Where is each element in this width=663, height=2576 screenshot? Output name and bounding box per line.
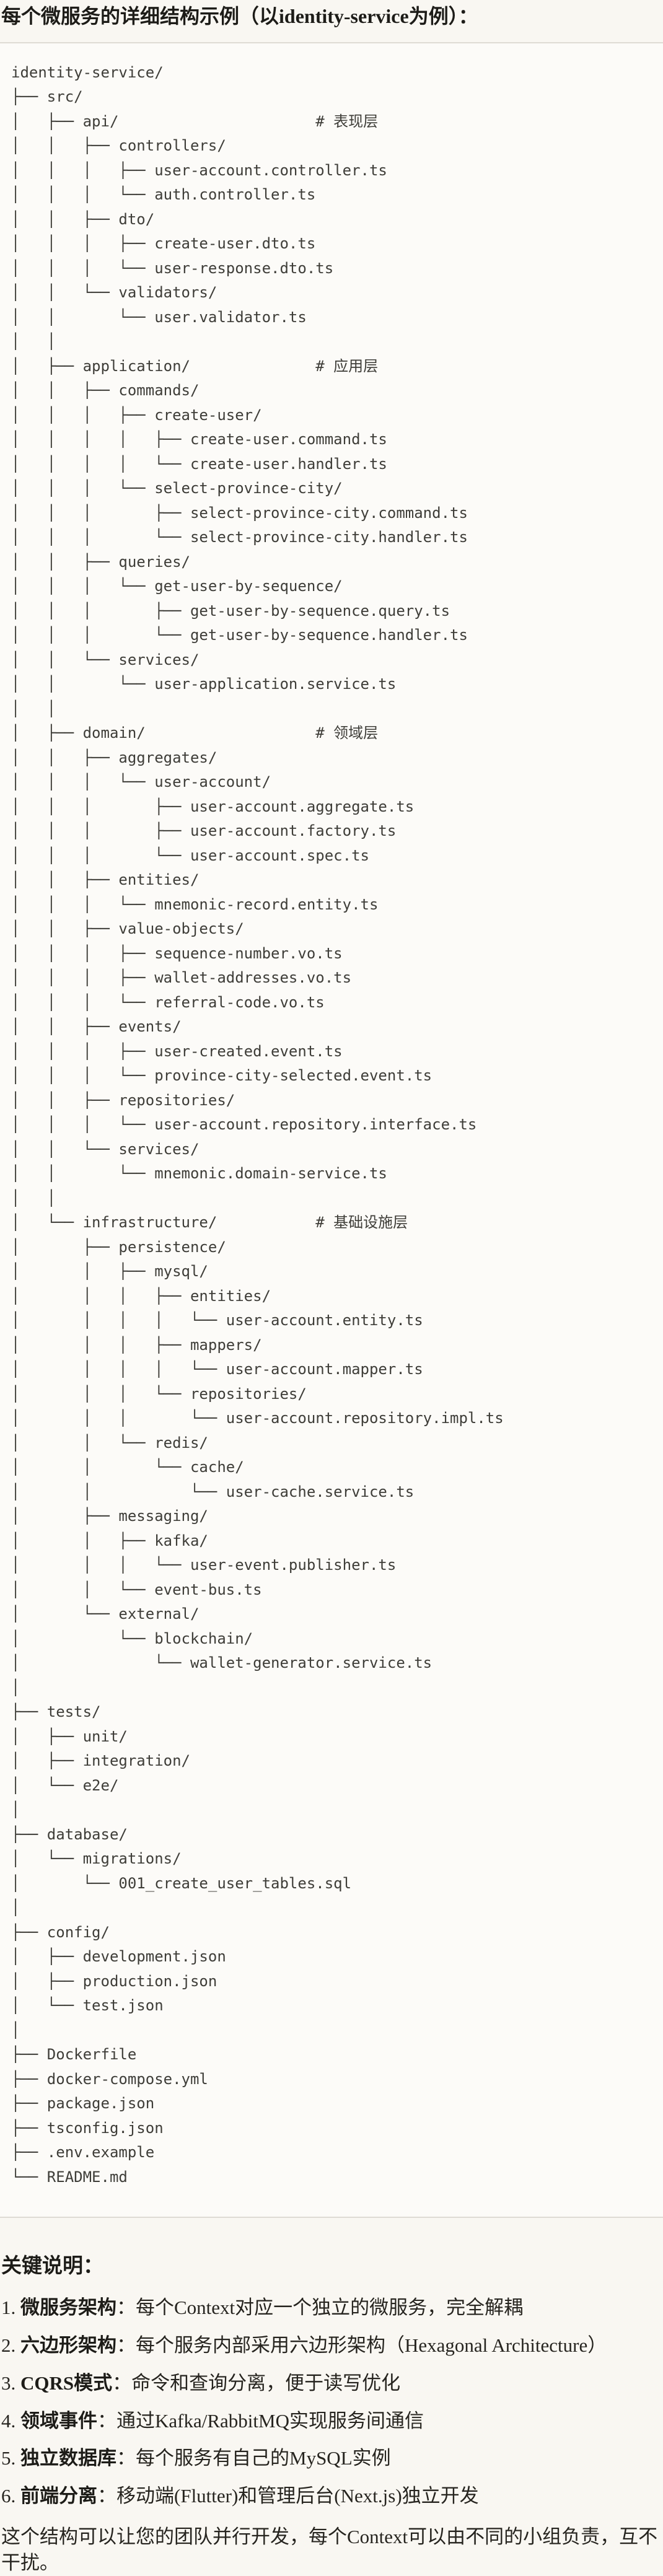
list-item-term: 微服务架构: [20, 2297, 116, 2319]
list-item: 4. 领域事件：通过Kafka/RabbitMQ实现服务间通信: [1, 2408, 663, 2434]
list-item-text: ：每个服务有自己的MySQL实例: [116, 2447, 391, 2469]
list-item-number: 5.: [1, 2447, 20, 2469]
list-item-term: 独立数据库: [20, 2447, 116, 2469]
list-item-text: ：移动端(Flutter)和管理后台(Next.js)独立开发: [97, 2485, 479, 2507]
key-notes-section: 关键说明： 1. 微服务架构：每个Context对应一个独立的微服务，完全解耦 …: [1, 2249, 663, 2576]
list-item-number: 6.: [1, 2485, 20, 2507]
list-item-term: 六边形架构: [20, 2334, 116, 2356]
list-item-text: ：通过Kafka/RabbitMQ实现服务间通信: [97, 2409, 424, 2432]
list-item: 1. 微服务架构：每个Context对应一个独立的微服务，完全解耦: [1, 2295, 663, 2321]
key-notes-list: 1. 微服务架构：每个Context对应一个独立的微服务，完全解耦 2. 六边形…: [1, 2295, 663, 2509]
list-item: 3. CQRS模式：命令和查询分离，便于读写优化: [1, 2370, 663, 2396]
list-item-number: 1.: [1, 2297, 20, 2319]
page-title: 每个微服务的详细结构示例（以identity-service为例）：: [1, 5, 478, 27]
list-item-term: 领域事件: [20, 2409, 97, 2432]
directory-tree: identity-service/ ├── src/ │ ├── api/ # …: [11, 63, 504, 2186]
list-item-number: 3.: [1, 2372, 20, 2394]
closing-paragraph: 这个结构可以让您的团队并行开发，每个Context可以由不同的小组负责，互不干扰…: [1, 2526, 658, 2574]
list-item-number: 4.: [1, 2409, 20, 2432]
list-item: 2. 六边形架构：每个服务内部采用六边形架构（Hexagonal Archite…: [1, 2333, 663, 2359]
list-item-term: CQRS模式: [20, 2372, 113, 2394]
list-item-text: ：命令和查询分离，便于读写优化: [112, 2372, 401, 2394]
document-page: 每个微服务的详细结构示例（以identity-service为例）： ident…: [0, 4, 663, 2576]
list-item: 5. 独立数据库：每个服务有自己的MySQL实例: [1, 2445, 663, 2471]
list-item: 6. 前端分离：移动端(Flutter)和管理后台(Next.js)独立开发: [1, 2483, 663, 2509]
list-item-number: 2.: [1, 2334, 20, 2356]
list-item-text: ：每个服务内部采用六边形架构（Hexagonal Architecture）: [116, 2334, 607, 2356]
list-item-term: 前端分离: [20, 2485, 97, 2507]
list-item-text: ：每个Context对应一个独立的微服务，完全解耦: [116, 2297, 524, 2319]
key-notes-heading: 关键说明：: [1, 2255, 103, 2278]
directory-tree-code-block: identity-service/ ├── src/ │ ├── api/ # …: [0, 42, 663, 2219]
